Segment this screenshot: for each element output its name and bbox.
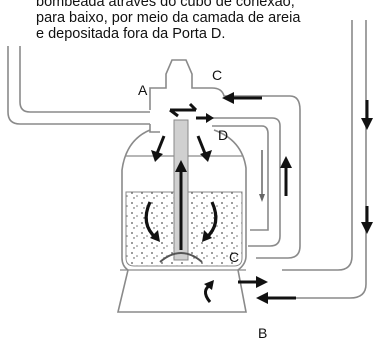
label-b: B <box>258 325 267 341</box>
port-d-pipe <box>212 117 281 247</box>
caption-line-1: bombeada através do cubo de conexão, <box>36 0 295 10</box>
caption: bombeada através do cubo de conexão, par… <box>36 0 356 42</box>
label-c-bottom: C <box>229 249 239 265</box>
outer-return-pipe <box>282 20 367 299</box>
caption-line-3: e depositada fora da Porta D. <box>36 26 226 42</box>
label-c-top: C <box>212 67 222 83</box>
inlet-pipe-a <box>7 46 150 125</box>
filter-tank <box>116 129 247 313</box>
flow-arrows <box>144 92 373 304</box>
valve-head <box>149 59 301 259</box>
caption-line-2: para baixo, por meio da camada de areia <box>36 10 301 26</box>
label-d: D <box>218 127 228 143</box>
label-a: A <box>138 82 148 98</box>
